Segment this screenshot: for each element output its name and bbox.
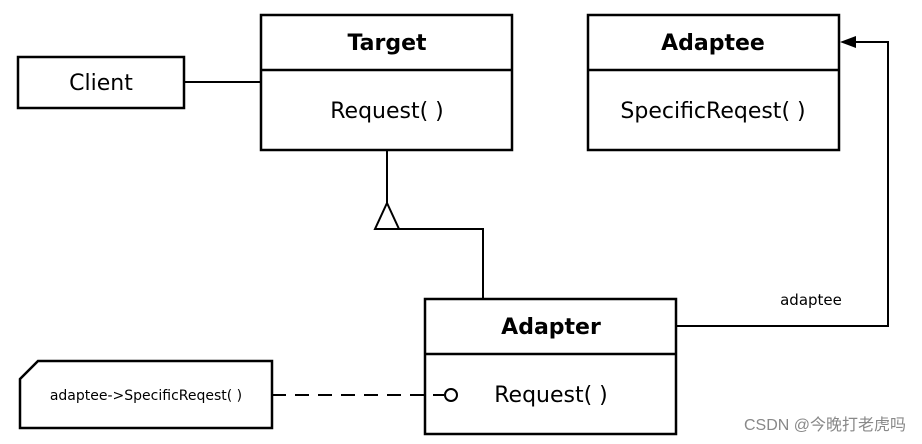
adaptee-class: Adaptee SpecificReqest( ) [586,13,841,152]
target-operation: Request( ) [330,99,444,124]
target-class: Target Request( ) [259,13,514,152]
inheritance-triangle-icon [373,200,401,230]
client-label: Client [69,71,133,96]
adaptee-operation: SpecificReqest( ) [620,99,805,124]
adaptee-class-name: Adaptee [661,31,765,56]
adapter-adaptee-association: adaptee [676,36,889,327]
note-connector [272,388,458,402]
inheritance-connector [373,150,484,299]
watermark: CSDN @今晚打老虎吗 [744,416,906,434]
note-anchor-circle-icon [444,388,458,402]
adapter-operation: Request( ) [494,383,608,408]
adapter-class-name: Adapter [501,315,601,340]
adapter-class: Adapter Request( ) [423,297,678,436]
implementation-note: adaptee->SpecificReqest( ) [18,359,274,430]
target-class-name: Target [347,31,427,56]
client-box: Client [16,55,186,110]
note-text: adaptee->SpecificReqest( ) [50,388,242,404]
association-arrowhead-icon [840,36,856,48]
association-label: adaptee [780,291,842,309]
